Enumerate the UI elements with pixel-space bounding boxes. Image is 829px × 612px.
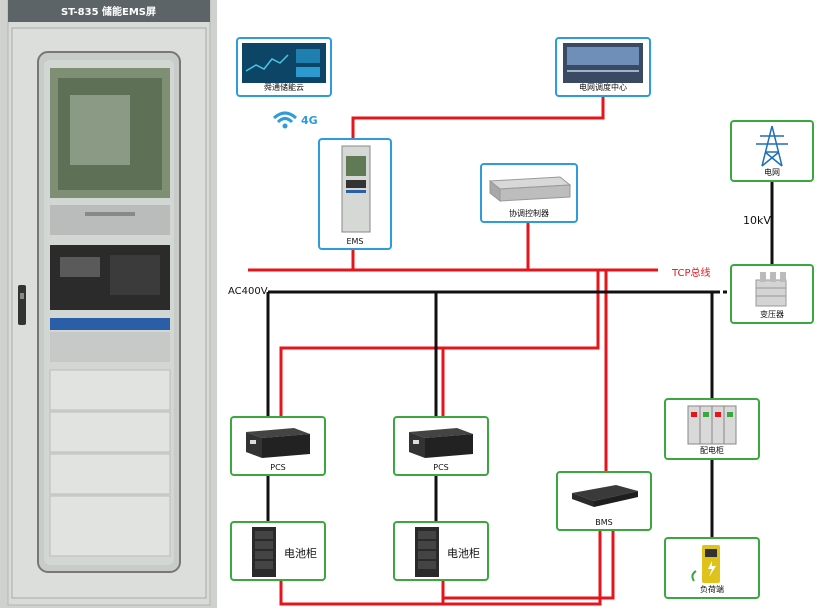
- pcs1-node[interactable]: PCS: [230, 416, 326, 476]
- ems-label: EMS: [346, 237, 364, 246]
- ac-bus-label: AC400V: [228, 286, 268, 297]
- cloud-dashboard-icon: [242, 43, 326, 83]
- wireless-label: 4G: [301, 114, 318, 127]
- pcs-inverter-icon: [409, 428, 473, 458]
- ems-cabinet-photo: ST-835 储能EMS屏: [0, 0, 217, 608]
- line-battery1-bms: [279, 578, 443, 606]
- battery-rack-icon: [415, 527, 439, 577]
- load-node[interactable]: 负荷端: [664, 537, 760, 599]
- battery2-label: 电池柜: [447, 547, 480, 560]
- bms-label: BMS: [595, 518, 613, 527]
- dispatch-label: 电网调度中心: [579, 83, 627, 92]
- pcs2-label: PCS: [433, 463, 449, 472]
- cabinet-title: ST-835 储能EMS屏: [60, 7, 157, 18]
- wifi-icon: [272, 111, 298, 129]
- transformer-node[interactable]: 变压器: [730, 264, 814, 324]
- load-label: 负荷端: [700, 585, 724, 594]
- ev-charger-icon: [691, 545, 720, 583]
- grid-node[interactable]: 电网: [730, 120, 814, 182]
- battery1-node[interactable]: 电池柜: [230, 521, 326, 581]
- dispatch-node[interactable]: 电网调度中心: [555, 37, 651, 97]
- ems-cabinet-icon: [341, 145, 371, 233]
- grid-label: 电网: [764, 168, 780, 177]
- switchgear-node[interactable]: 配电柜: [664, 398, 760, 460]
- coordinator-device-icon: [488, 176, 572, 203]
- line-tcp-pcs2: [441, 346, 598, 420]
- pylon-icon: [756, 125, 788, 167]
- dispatch-center-icon: [563, 43, 643, 83]
- battery2-node[interactable]: 电池柜: [393, 521, 489, 581]
- cloud-label: 舜通储能云: [264, 83, 304, 92]
- pcs-inverter-icon: [246, 428, 310, 458]
- voltage-hv-label: 10kV: [743, 214, 771, 227]
- transformer-label: 变压器: [760, 310, 784, 319]
- bms-node[interactable]: BMS: [556, 471, 652, 531]
- tcp-bus-label: TCP总线: [672, 268, 711, 279]
- coordinator-label: 协调控制器: [509, 209, 549, 218]
- cloud-node[interactable]: 舜通储能云: [236, 37, 332, 97]
- ems-node[interactable]: EMS: [318, 138, 392, 250]
- switchgear-label: 配电柜: [700, 446, 724, 455]
- coordinator-node[interactable]: 协调控制器: [480, 163, 578, 223]
- battery-rack-icon: [252, 527, 276, 577]
- line-bms-battery2: [441, 528, 615, 600]
- line-dispatch-ems: [351, 95, 605, 140]
- pcs2-node[interactable]: PCS: [393, 416, 489, 476]
- line-tcp-pcs1: [279, 270, 600, 420]
- battery1-label: 电池柜: [284, 547, 317, 560]
- bms-device-icon: [572, 485, 638, 507]
- transformer-icon: [755, 272, 787, 307]
- switchgear-cabinet-icon: [687, 405, 737, 445]
- pcs1-label: PCS: [270, 463, 286, 472]
